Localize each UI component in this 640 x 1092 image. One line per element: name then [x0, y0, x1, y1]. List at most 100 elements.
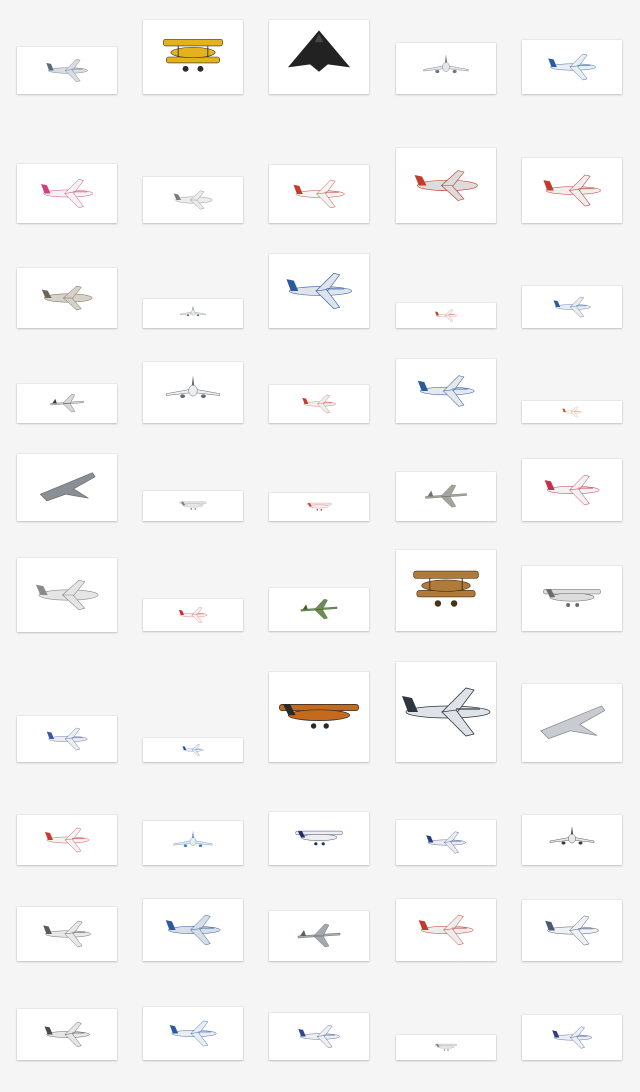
aircraft-thumbnail[interactable]: [522, 286, 622, 328]
aircraft-thumbnail[interactable]: [396, 550, 496, 631]
airliner-front-icon: [549, 826, 595, 845]
airliner-icon: [41, 179, 94, 208]
airliner-icon: [552, 1026, 592, 1049]
light-aircraft-icon: [434, 1043, 458, 1051]
fighter-jet-icon: [50, 393, 84, 413]
aircraft-thumbnail[interactable]: [143, 20, 243, 94]
fighter-jet-icon: [300, 598, 338, 620]
aircraft-thumbnail[interactable]: [269, 165, 369, 223]
light-aircraft-icon: [306, 502, 332, 511]
airliner-icon: [169, 1020, 217, 1047]
aircraft-thumbnail[interactable]: [143, 299, 243, 328]
airliner-icon: [402, 687, 491, 737]
light-aircraft-icon: [279, 704, 359, 729]
biplane-icon: [163, 38, 223, 72]
aircraft-thumbnail[interactable]: [17, 47, 117, 94]
aircraft-thumbnail[interactable]: [17, 268, 117, 328]
airliner-icon: [293, 179, 345, 209]
aircraft-thumbnail[interactable]: [522, 401, 622, 423]
airliner-icon: [45, 827, 90, 853]
aircraft-thumbnail[interactable]: [17, 907, 117, 961]
business-jet-icon: [35, 579, 99, 611]
transport-plane-icon: [41, 285, 93, 311]
airliner-icon: [44, 1022, 90, 1047]
fighter-jet-icon: [425, 484, 467, 508]
aircraft-thumbnail[interactable]: [522, 815, 622, 865]
stealth-fighter-icon: [39, 472, 96, 502]
aircraft-thumbnail[interactable]: [143, 1007, 243, 1060]
airliner-icon: [435, 309, 458, 322]
airliner-icon: [286, 272, 352, 310]
light-aircraft-icon: [543, 589, 601, 607]
jet-pair-icon: [414, 170, 478, 201]
airliner-front-icon: [165, 375, 221, 398]
aircraft-thumbnail[interactable]: [396, 303, 496, 328]
aircraft-thumbnail[interactable]: [522, 1015, 622, 1060]
aircraft-thumbnail[interactable]: [269, 493, 369, 521]
airliner-icon: [182, 744, 204, 756]
airliner-icon: [426, 831, 466, 854]
aircraft-thumbnail[interactable]: [522, 566, 622, 631]
turboprop-icon: [295, 830, 343, 846]
aircraft-thumbnail[interactable]: [269, 672, 369, 762]
aircraft-thumbnail[interactable]: [269, 20, 369, 94]
aircraft-thumbnail[interactable]: [396, 899, 496, 961]
aircraft-thumbnail[interactable]: [522, 900, 622, 961]
airliner-icon: [178, 607, 208, 623]
aircraft-thumbnail[interactable]: [269, 812, 369, 865]
aircraft-thumbnail[interactable]: [396, 820, 496, 865]
aircraft-thumbnail[interactable]: [17, 454, 117, 521]
aircraft-thumbnail[interactable]: [17, 558, 117, 632]
aircraft-thumbnail[interactable]: [17, 384, 117, 423]
aircraft-thumbnail[interactable]: [269, 254, 369, 328]
airliner-icon: [46, 727, 88, 751]
airliner-front-icon: [180, 305, 206, 317]
stealth-jet-icon: [287, 30, 351, 72]
airliner-icon: [545, 915, 600, 946]
airliner-icon: [46, 59, 88, 82]
aircraft-thumbnail[interactable]: [522, 459, 622, 521]
aircraft-thumbnail[interactable]: [522, 684, 622, 762]
biplane-icon: [413, 570, 479, 607]
aircraft-thumbnail[interactable]: [396, 359, 496, 423]
aircraft-thumbnail[interactable]: [143, 738, 243, 762]
aircraft-thumbnail[interactable]: [269, 911, 369, 961]
airliner-icon: [302, 394, 336, 414]
airliner-icon: [417, 375, 475, 407]
aircraft-thumbnail[interactable]: [522, 40, 622, 94]
aircraft-thumbnail[interactable]: [143, 821, 243, 865]
light-aircraft-icon: [179, 501, 207, 510]
airliner-icon: [543, 174, 601, 207]
fighter-jet-icon: [297, 923, 341, 948]
airliner-icon: [298, 1025, 340, 1048]
business-jet-icon: [173, 190, 213, 210]
delta-jet-icon: [540, 705, 606, 739]
aircraft-thumbnail[interactable]: [522, 158, 622, 223]
airliner-icon: [553, 296, 591, 318]
airliner-icon: [548, 53, 596, 81]
airliner-front-icon: [423, 54, 469, 74]
aircraft-thumbnail[interactable]: [143, 177, 243, 223]
aircraft-thumbnail[interactable]: [143, 362, 243, 423]
aircraft-thumbnail[interactable]: [143, 599, 243, 631]
aircraft-thumbnail[interactable]: [396, 662, 496, 762]
aircraft-thumbnail[interactable]: [17, 716, 117, 762]
aircraft-thumbnail[interactable]: [396, 472, 496, 521]
aircraft-thumbnail[interactable]: [396, 43, 496, 94]
aircraft-thumbnail[interactable]: [396, 1035, 496, 1060]
aircraft-thumbnail[interactable]: [269, 385, 369, 423]
airliner-icon: [418, 914, 474, 946]
aircraft-thumbnail[interactable]: [17, 1009, 117, 1060]
aircraft-thumbnail[interactable]: [396, 148, 496, 223]
aircraft-thumbnail[interactable]: [17, 164, 117, 223]
aircraft-thumbnail[interactable]: [143, 491, 243, 521]
airliner-icon: [43, 920, 91, 948]
aircraft-thumbnail[interactable]: [17, 815, 117, 865]
airliner-icon: [544, 474, 600, 506]
airliner-front-icon: [173, 830, 213, 847]
airliner-icon: [165, 914, 221, 946]
aircraft-thumbnail[interactable]: [143, 899, 243, 961]
aircraft-thumbnail[interactable]: [269, 588, 369, 631]
aircraft-thumbnail[interactable]: [269, 1013, 369, 1060]
